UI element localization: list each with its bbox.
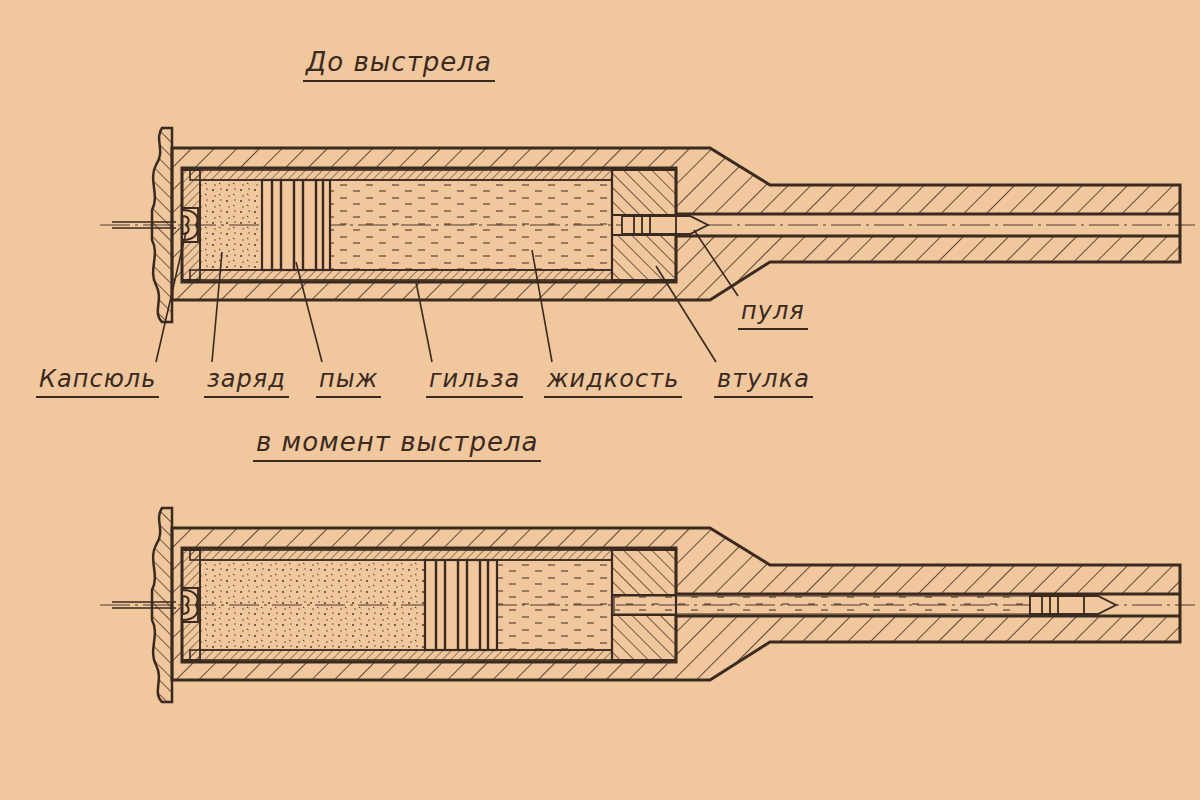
powder-gas: [200, 560, 425, 650]
part-label: втулка: [714, 366, 813, 398]
part-label: гильза: [426, 366, 523, 398]
part-label: Капсюль: [36, 366, 159, 398]
part-label: пыж: [316, 366, 381, 398]
part-label: пуля: [738, 298, 808, 330]
part-label: заряд: [204, 366, 289, 398]
wad: [262, 180, 330, 270]
section-heading: До выстрела: [303, 48, 495, 82]
liquid: [330, 180, 612, 270]
leader-lines: [156, 230, 738, 362]
wad: [425, 560, 497, 650]
liquid: [497, 560, 612, 650]
liquid-jet: [614, 596, 1030, 614]
cartridge-firing: [100, 508, 1195, 702]
bullet: [1030, 596, 1116, 614]
cartridge-before: [100, 128, 1195, 322]
powder-charge: [200, 180, 262, 270]
part-label: жидкость: [544, 366, 682, 398]
section-heading: в момент выстрела: [253, 428, 541, 462]
